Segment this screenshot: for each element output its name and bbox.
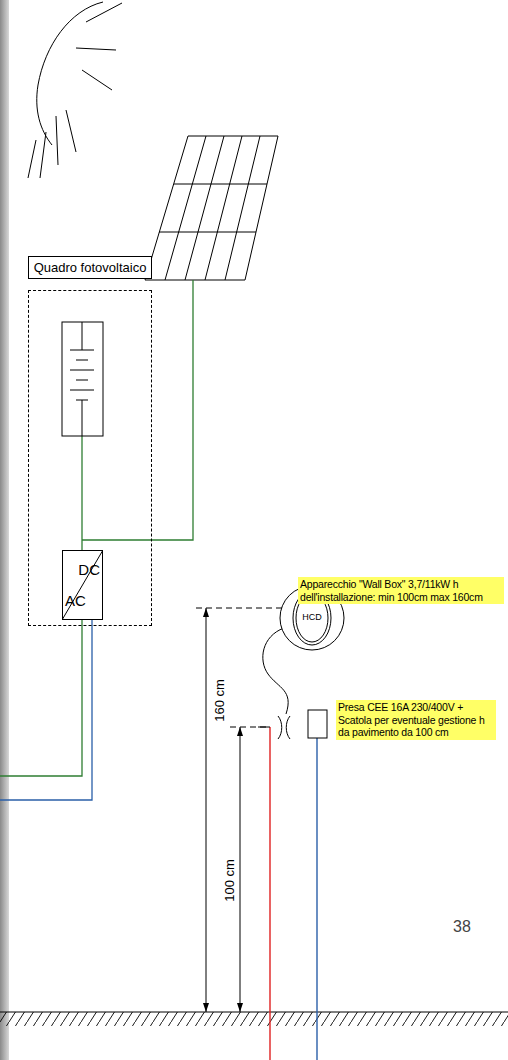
dimension-label: 160 cm — [211, 678, 226, 723]
socket-symbol — [258, 710, 327, 739]
enclosure-title: Quadro fotovoltaico — [28, 256, 152, 279]
ground-hatch — [0, 1012, 508, 1026]
note-text: Presa CEE 16A 230/400V + Scatola per eve… — [338, 701, 494, 739]
charging-cable — [263, 628, 288, 714]
pv-panel — [145, 136, 278, 280]
inverter-box: DC AC — [62, 550, 103, 620]
floor-line — [0, 1012, 508, 1013]
side-strip — [0, 0, 9, 1060]
panel-enclosure: Quadro fotovoltaicoDC AC — [28, 256, 152, 626]
battery-symbol — [62, 322, 103, 436]
wallbox-label: HCD — [279, 612, 345, 622]
dimension-label: 100 cm — [221, 858, 236, 903]
dc-label: DC — [78, 561, 100, 578]
sun-symbol — [28, 2, 122, 178]
data-wire — [316, 738, 317, 1060]
note-text: Apparecchio "Wall Box" 3,7/11kW h dell'i… — [300, 578, 502, 603]
supply-wire — [269, 727, 270, 1060]
page-number: 38 — [452, 918, 472, 936]
inverter-diagonal — [62, 550, 103, 620]
callout-note: Apparecchio "Wall Box" 3,7/11kW h dell'i… — [298, 577, 504, 604]
dimension-lines — [196, 608, 290, 1012]
callout-note: Presa CEE 16A 230/400V + Scatola per eve… — [336, 700, 496, 740]
ac-wire — [0, 620, 92, 800]
dimension-arrows — [203, 608, 243, 1012]
dc-wire — [0, 280, 193, 776]
ac-label: AC — [65, 592, 86, 609]
